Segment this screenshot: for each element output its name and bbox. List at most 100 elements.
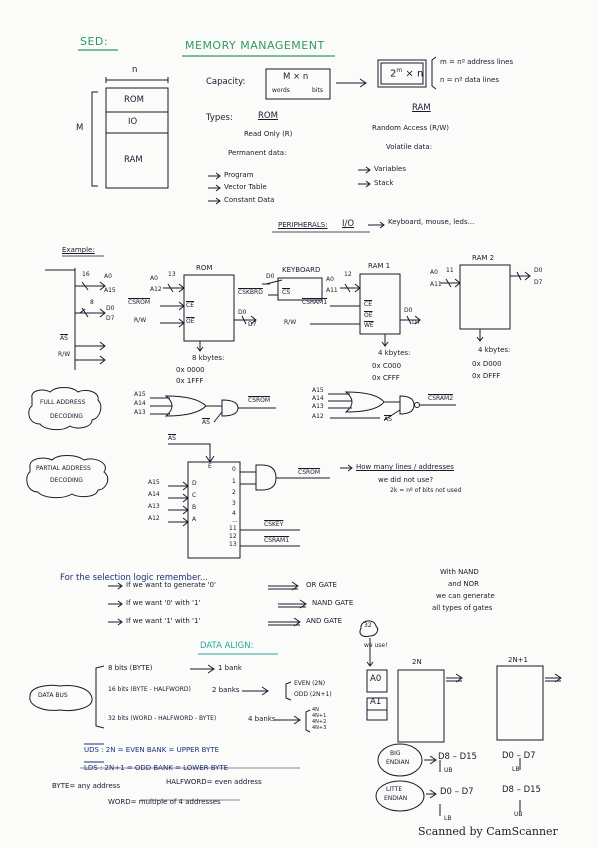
ram-item-stack: Stack	[374, 179, 394, 187]
ram1-name: RAM 1	[368, 262, 391, 270]
align-row-2-bits: 16 bits (BYTE - HALFWORD)	[108, 686, 191, 693]
selection-rule-1: If we want to generate '0'	[126, 581, 216, 589]
cpu-rw: R/W	[58, 351, 71, 358]
we-use: we use!	[364, 642, 388, 649]
peripherals-label: PERIPHERALS:	[278, 221, 328, 229]
decoder-out-4: 4	[232, 510, 236, 517]
rom-d0: D0	[238, 309, 247, 316]
big-endian-2: ENDIAN	[386, 759, 410, 766]
align-row-3-result: 4 banks	[248, 715, 276, 723]
a0-box	[366, 669, 388, 693]
partial-decoding-cloud	[26, 455, 109, 499]
align-row-2-even: EVEN (2N)	[294, 680, 326, 687]
selection-gate-2: NAND GATE	[312, 599, 354, 607]
selection-note-1: With NAND	[440, 568, 479, 576]
peripherals-io: I/O	[342, 219, 355, 229]
rom-ce: CE	[186, 302, 194, 309]
align-row-3-bits: 32 bits (WORD - HALFWORD - BYTE)	[108, 715, 217, 722]
align-row-1-bits: 8 bits (BYTE)	[108, 664, 153, 672]
little-even: D0 – D7	[440, 787, 474, 797]
rom-a0: A0	[150, 275, 158, 282]
peripherals-examples: Keyboard, mouse, leds...	[388, 218, 475, 226]
big-even: D8 – D15	[438, 752, 477, 762]
ram2-in-bits: 11	[446, 267, 454, 274]
halfword-definition: HALFWORD= even address	[166, 778, 262, 786]
full-input-a15: A15	[134, 391, 146, 398]
ram-mode: Random Access (R/W)	[372, 124, 449, 132]
keyboard-name: KEYBOARD	[282, 266, 321, 274]
m-definition: m = nº address lines	[440, 58, 514, 66]
ram2-end: 0x DFFF	[472, 372, 501, 380]
rom-mode: Read Only (R)	[244, 130, 293, 138]
full-as: AS	[202, 419, 210, 426]
data-bus-cloud	[29, 684, 93, 711]
capacity-power: 2m × n	[390, 67, 424, 80]
partial-formula: 2k = nº of bits not used	[390, 487, 462, 494]
ram1-a0: A0	[326, 276, 334, 283]
decoder-out-13: 13	[229, 541, 237, 548]
partial-question-1: How many lines / addresses	[356, 463, 454, 471]
partial-as: AS	[168, 435, 176, 442]
selection-note-4: all types of gates	[432, 604, 493, 612]
ram-item-variables: Variables	[374, 165, 406, 173]
bank-2n	[397, 669, 445, 743]
rom-d7: D7	[248, 321, 257, 328]
decoder-out-12: 12	[229, 533, 237, 540]
ram1-size: 4 kbytes:	[378, 349, 411, 357]
ram2-d0: D0	[534, 267, 543, 274]
decoder-pin-a: A	[192, 516, 197, 523]
rom-cs: CSROM	[128, 299, 151, 306]
rom-chip-name: ROM	[196, 264, 213, 272]
selection-intro: For the selection logic remember...	[60, 573, 209, 583]
ram2-name: RAM 2	[472, 254, 495, 262]
ram1-ce: CE	[364, 301, 372, 308]
decoder-out-3: 3	[232, 500, 236, 507]
subject-label: SED:	[80, 35, 109, 48]
align-row-3-4n3: 4N+3	[312, 725, 327, 731]
a0-label: A0	[370, 674, 382, 684]
ram2-start: 0x D000	[472, 360, 502, 368]
full-decoding-cloud	[28, 387, 102, 431]
memory-map-box	[105, 87, 169, 189]
lds-line: LDS : 2N+1 = ODD BANK = LOWER BYTE	[84, 764, 229, 772]
align-row-2-result: 2 banks	[212, 686, 240, 694]
ram1-d0: D0	[404, 307, 413, 314]
ram1-start: 0x C000	[372, 362, 402, 370]
rom-chip	[183, 274, 235, 342]
partial-out-cskey: CSKEY	[264, 521, 284, 528]
selection-rule-3: If we want '1' with '1'	[126, 617, 201, 625]
little-even-sub: LB	[444, 815, 452, 822]
selection-note-3: we can generate	[436, 592, 495, 600]
full-input-a14: A14	[134, 400, 146, 407]
partial-out-csrom: CSROM	[298, 469, 321, 476]
ram1-oe: OE	[364, 312, 373, 319]
ram1-in-bits: 12	[344, 271, 352, 278]
full-input-a13: A13	[134, 409, 146, 416]
decoder-out-11: 11	[229, 525, 237, 532]
capacity-formula: M × n	[283, 72, 309, 82]
cpu-d7: D7	[106, 315, 115, 322]
ram-data: Volatile data:	[386, 143, 433, 151]
rom-oe: OE	[186, 318, 195, 325]
selection-note-2: and NOR	[448, 580, 480, 588]
cpu-as: AS	[60, 335, 68, 342]
full2-input-a14: A14	[312, 395, 324, 402]
full2-input-a12: A12	[312, 413, 324, 420]
rom-item-program: Program	[224, 171, 254, 179]
keyboard-cs2: CS	[282, 289, 290, 296]
a1-label: A1	[370, 697, 382, 707]
ram1-we: WE	[364, 322, 374, 329]
little-odd-sub: UB	[514, 811, 523, 818]
ram2-a11: A11	[430, 281, 442, 288]
cpu-data-bits: 8	[90, 299, 94, 306]
data-align-title: DATA ALIGN:	[200, 641, 254, 651]
rom-block-label: ROM	[124, 95, 144, 105]
byte-definition: BYTE= any address	[52, 782, 121, 790]
keyboard-d0: D0	[266, 273, 275, 280]
decoder-out-2: 2	[232, 489, 236, 496]
full2-input-a13: A13	[312, 403, 324, 410]
size-bubble: 32	[364, 622, 372, 629]
n-definition: n = nº data lines	[440, 76, 499, 84]
partial-input-a15: A15	[148, 479, 160, 486]
